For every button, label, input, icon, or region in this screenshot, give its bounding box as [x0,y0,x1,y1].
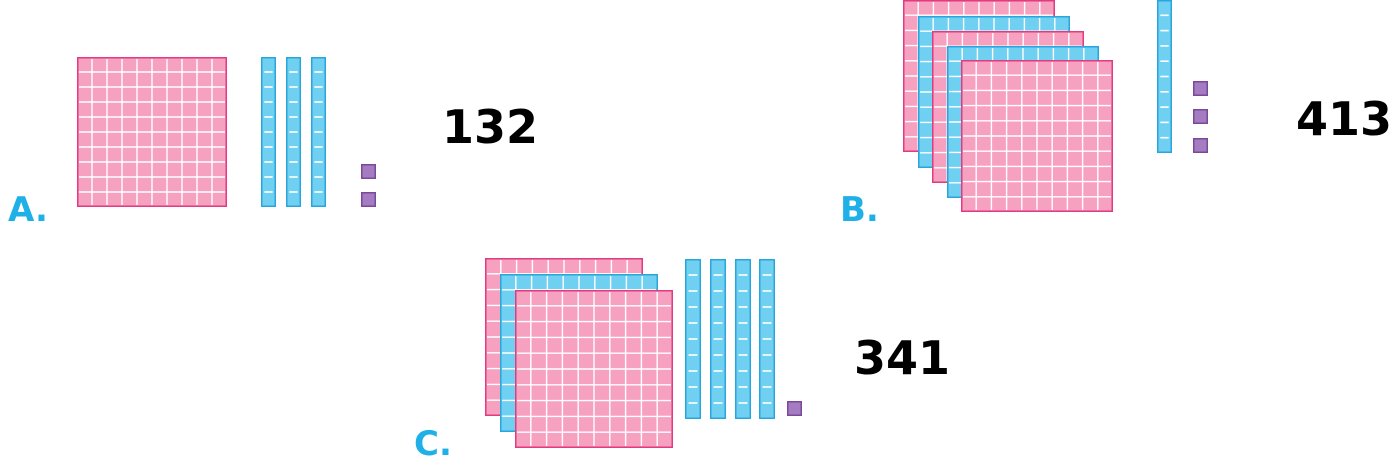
hundred-flat [961,60,1113,212]
option-a-letter: A. [8,193,48,227]
ten-rod [685,259,701,419]
option-b-letter: B. [840,193,879,227]
one-cube [787,401,802,416]
option-b-number: 413 [1296,96,1392,142]
ten-rod [759,259,775,419]
hundred-flat [515,290,673,448]
ten-rod [261,57,276,207]
one-cube [1193,109,1208,124]
ten-rod [1157,0,1172,153]
option-c-number: 341 [854,335,950,381]
one-cube [361,164,376,179]
ten-rod [286,57,301,207]
hundred-flat [77,57,227,207]
one-cube [1193,138,1208,153]
ten-rod [735,259,751,419]
option-a-number: 132 [442,104,538,150]
one-cube [1193,81,1208,96]
ten-rod [710,259,726,419]
one-cube [361,192,376,207]
ten-rod [311,57,326,207]
option-c-letter: C. [414,427,452,461]
